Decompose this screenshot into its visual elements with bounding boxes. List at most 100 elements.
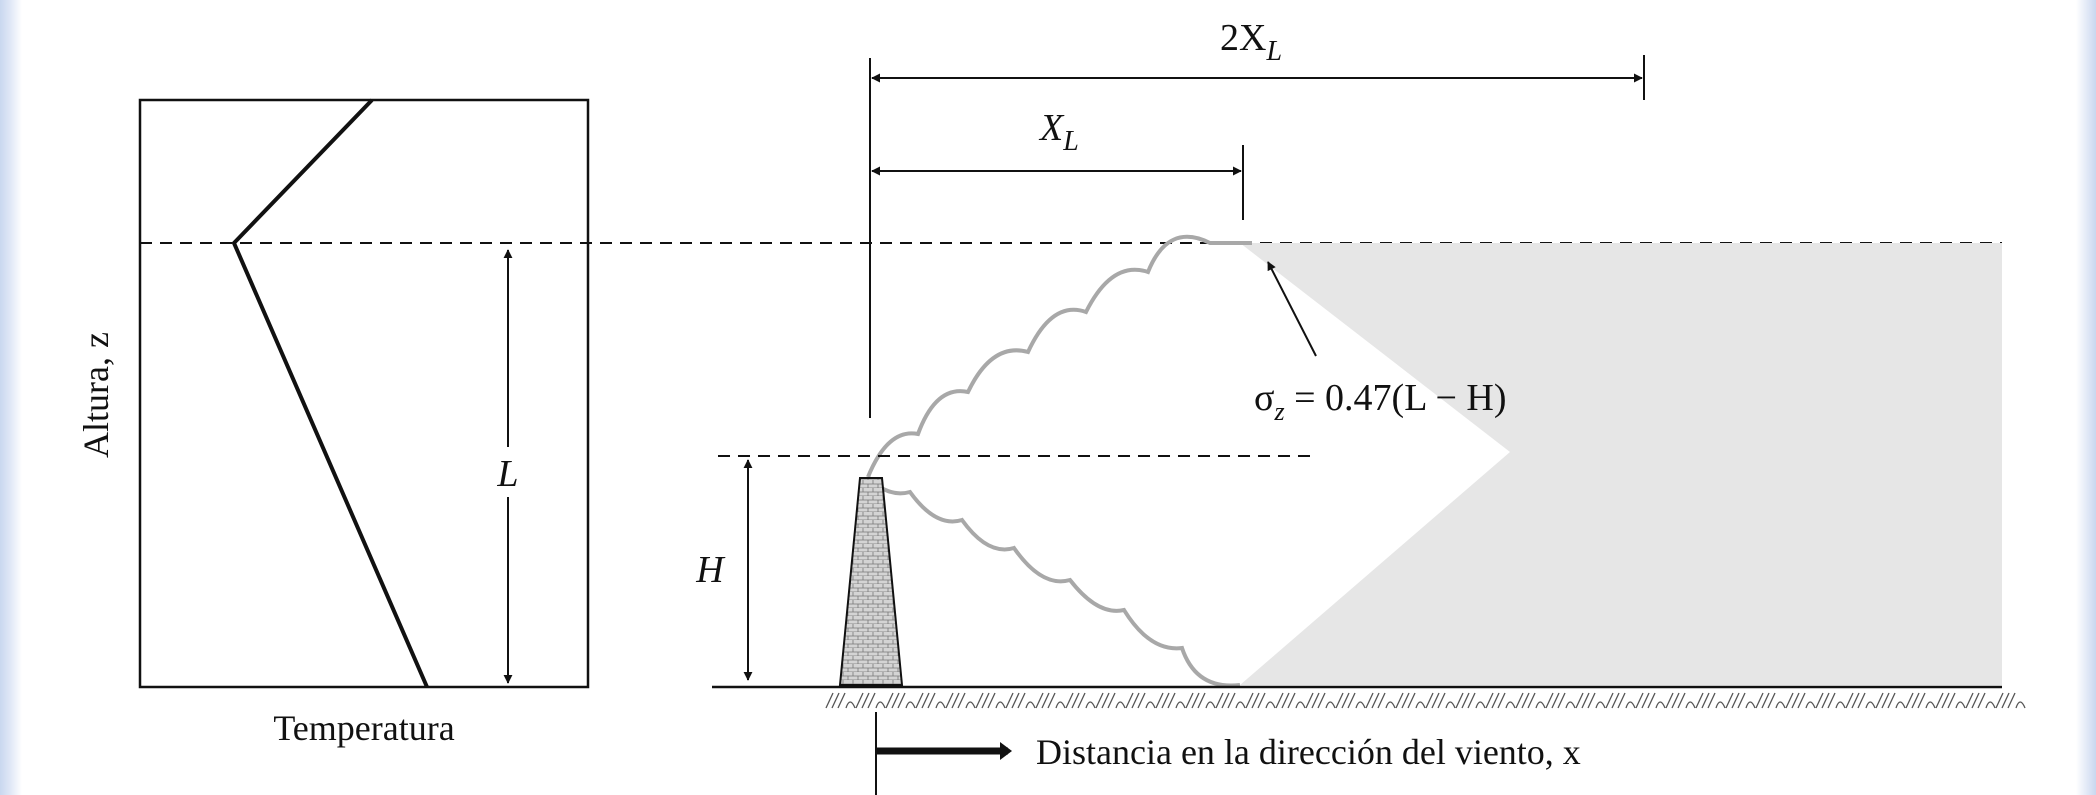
ground-hatch-mark (825, 692, 834, 709)
ground-hatch-mark (855, 692, 864, 709)
ground-hatch-mark (1941, 692, 1950, 709)
ground-hatch-mark (1055, 701, 1066, 709)
ground-hatch-mark (915, 692, 924, 709)
wind-direction: Distancia en la dirección del viento, x (876, 732, 1581, 772)
plume-lower-edge (866, 475, 1241, 688)
ground-hatch-mark (885, 692, 894, 709)
fumigation-zone (1240, 243, 2002, 685)
ground-hatch-mark (1875, 692, 1884, 709)
ground-hatch-mark (1467, 692, 1476, 709)
ground-hatch-mark (1995, 692, 2004, 709)
ground-hatch-mark (1887, 692, 1896, 709)
ground-hatch-mark (927, 692, 936, 709)
ground-hatch-mark (1827, 692, 1836, 709)
ground-hatch-mark (1025, 701, 1036, 709)
ground-hatch-mark (1515, 692, 1524, 709)
XL-dimension: XL (871, 107, 1244, 220)
ground-hatch-mark (1977, 692, 1986, 709)
ground-hatch-mark (1725, 692, 1734, 709)
ground-hatch-mark (891, 692, 900, 709)
ground-hatch-mark (1085, 701, 1096, 709)
ground-hatch-mark (861, 692, 870, 709)
ground-hatch-mark (845, 701, 856, 709)
ground-hatch-mark (1851, 692, 1860, 709)
ground-hatch-mark (1985, 701, 1996, 709)
ground-hatch-mark (1385, 701, 1396, 709)
sigma-annotation: σz = 0.47(L − H) (1254, 261, 1507, 426)
ground-hatch-mark (897, 692, 906, 709)
ground-hatch-mark (1551, 692, 1560, 709)
ground-hatch-mark (1895, 701, 1906, 709)
ground-hatch-mark (1205, 701, 1216, 709)
ground-hatch-mark (1137, 692, 1146, 709)
ground-hatch-mark (1655, 701, 1666, 709)
ground-hatch-mark (1491, 692, 1500, 709)
ground-hatch-mark (1011, 692, 1020, 709)
ground-hatch-mark (987, 692, 996, 709)
ground-hatch-mark (1647, 692, 1656, 709)
ground-hatch-mark (1455, 692, 1464, 709)
ground-hatch-mark (875, 701, 886, 709)
ground-hatch-mark (1341, 692, 1350, 709)
ground-hatch-mark (1955, 701, 1966, 709)
ground-hatch-mark (905, 701, 916, 709)
ground-hatch-mark (1437, 692, 1446, 709)
ground-hatch-mark (1611, 692, 1620, 709)
y-axis-label: Altura, z (76, 332, 116, 458)
ground-hatch-mark (1505, 701, 1516, 709)
ground-hatch-mark (1131, 692, 1140, 709)
ground-hatch-mark (1761, 692, 1770, 709)
temperature-profile-line (231, 98, 429, 688)
plume-upper-edge (866, 234, 1252, 478)
ground-hatch-mark (1497, 692, 1506, 709)
ground-hatch-mark (1605, 692, 1614, 709)
ground-hatch-mark (1335, 692, 1344, 709)
temperature-profile-box (138, 98, 590, 689)
ground-hatch-mark (1355, 701, 1366, 709)
ground-hatch-mark (1365, 692, 1374, 709)
ground-hatch-mark (1371, 692, 1380, 709)
wind-direction-arrowhead (1000, 742, 1012, 760)
ground-hatch-mark (1311, 692, 1320, 709)
ground-hatch-mark (965, 701, 976, 709)
ground-hatch-mark (1305, 692, 1314, 709)
ground-hatch-mark (1155, 692, 1164, 709)
temperature-profile-panel: Altura, z Temperatura (76, 98, 590, 748)
downwind-label: Distancia en la dirección del viento, x (1036, 732, 1581, 772)
ground-hatch-mark (1461, 692, 1470, 709)
ground-hatch-mark (1325, 701, 1336, 709)
ground-hatch-mark (1425, 692, 1434, 709)
ground-hatch-mark (1671, 692, 1680, 709)
ground-hatch-mark (1521, 692, 1530, 709)
ground-hatch-mark (831, 692, 840, 709)
ground-hatch-mark (1047, 692, 1056, 709)
H-dimension: H (695, 459, 753, 681)
ground-hatch-mark (1865, 701, 1876, 709)
ground-hatch-mark (1881, 692, 1890, 709)
ground-hatch-mark (1575, 692, 1584, 709)
ground-hatching (825, 692, 2026, 709)
ground-hatch-mark (951, 692, 960, 709)
ground-hatch-mark (1017, 692, 1026, 709)
ground-hatch-mark (1281, 692, 1290, 709)
ground-hatch-mark (1737, 692, 1746, 709)
ground-hatch-mark (1431, 692, 1440, 709)
2XL-dimension: 2XL (871, 17, 1645, 100)
ground-hatch-mark (1071, 692, 1080, 709)
ground-hatch-mark (1175, 701, 1186, 709)
ground-hatch-mark (1115, 701, 1126, 709)
ground-hatch-mark (1641, 692, 1650, 709)
ground-hatch-mark (1295, 701, 1306, 709)
ground-hatch-mark (1107, 692, 1116, 709)
ground-hatch-mark (1685, 701, 1696, 709)
ground-hatch-mark (995, 701, 1006, 709)
ground-hatch-mark (1745, 701, 1756, 709)
sigma-label: σz = 0.47(L − H) (1254, 377, 1507, 426)
ground-hatch-mark (1617, 692, 1626, 709)
ground-hatch-mark (1377, 692, 1386, 709)
ground-hatch-mark (1257, 692, 1266, 709)
ground-hatch-mark (2015, 701, 2026, 709)
ground-hatch-mark (1557, 692, 1566, 709)
ground-hatch-mark (1235, 701, 1246, 709)
